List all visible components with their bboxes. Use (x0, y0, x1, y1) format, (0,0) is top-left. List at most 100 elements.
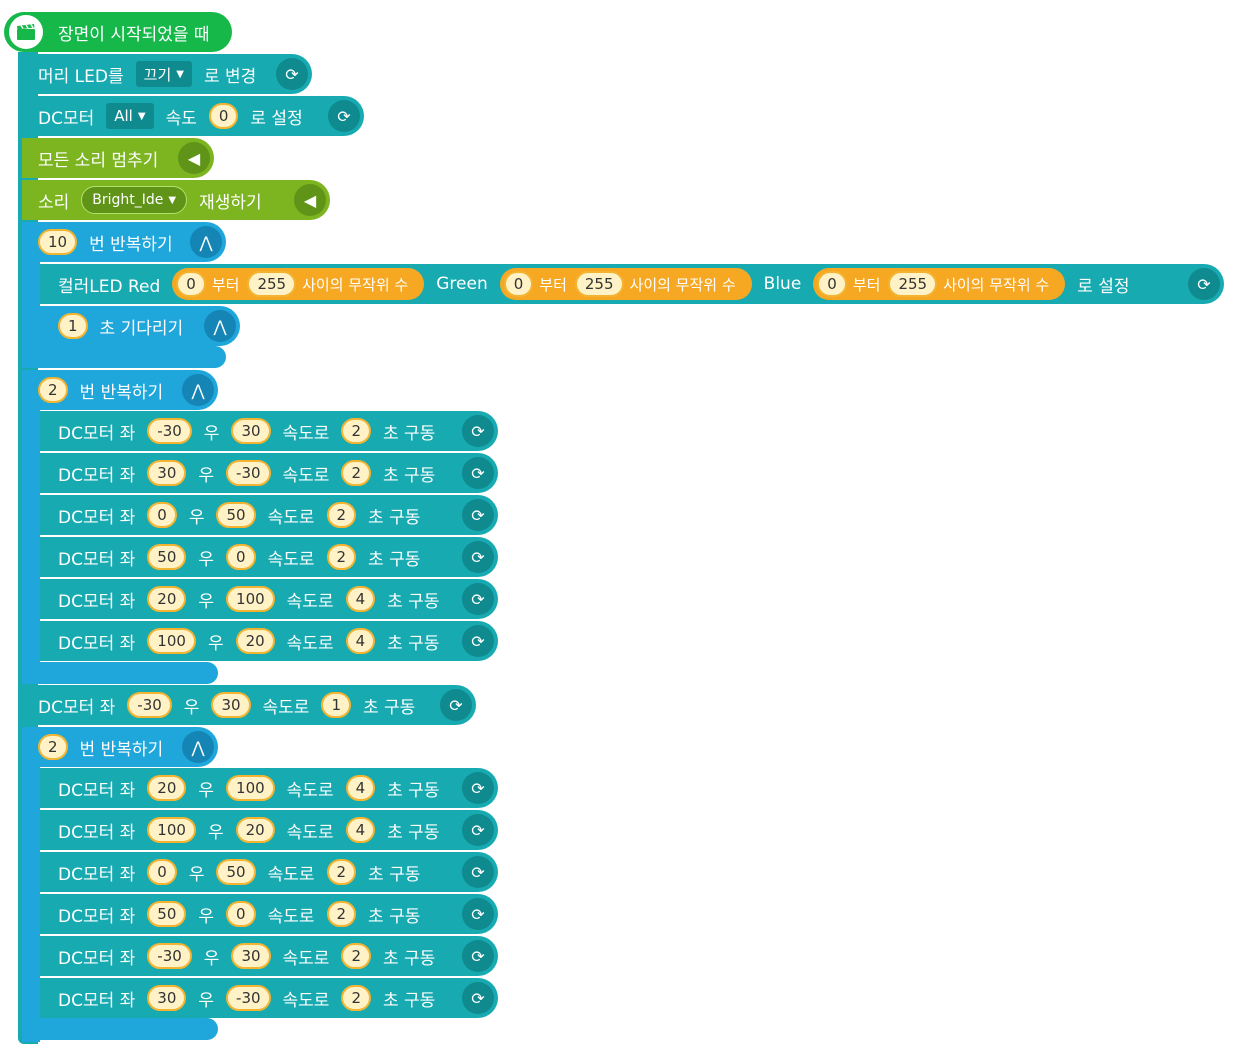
motor-left-input[interactable]: -30 (147, 943, 192, 969)
motor-left-input[interactable]: 50 (147, 544, 187, 570)
motor-right-input[interactable]: 0 (226, 901, 256, 927)
hardware-icon: ⟳ (462, 814, 494, 846)
motor-drive-label: 초 구동 (383, 948, 436, 969)
motor-drive-label: 초 구동 (387, 822, 440, 843)
motor-right-input[interactable]: 100 (226, 775, 275, 801)
motor-time-input[interactable]: 2 (341, 985, 371, 1011)
motor-right-input[interactable]: 50 (216, 502, 256, 528)
motor-time-input[interactable]: 2 (326, 901, 357, 927)
motor-left-input[interactable]: -30 (147, 418, 192, 444)
color-led-block[interactable]: 컬러LED Red 0 부터 255 사이의 무작위 수 Green 0 부터 … (40, 264, 1224, 304)
blue-from-input[interactable]: 0 (817, 271, 847, 297)
head-led-block[interactable]: 머리 LED를 끄기 ▼ 로 변경 ⟳ (22, 54, 312, 94)
repeat-loop-3[interactable]: 2 번 반복하기 ⋀ (22, 727, 218, 767)
motor-left-input[interactable]: 0 (147, 859, 177, 885)
motor-drive-label: 초 구동 (387, 633, 440, 654)
motor-left-input[interactable]: 100 (147, 628, 196, 654)
motor-right-input[interactable]: 30 (211, 692, 251, 718)
speed-input[interactable]: 0 (208, 103, 239, 129)
wait-seconds-input[interactable]: 1 (58, 313, 88, 339)
motor-right-input[interactable]: -30 (226, 460, 271, 486)
motor-right-input[interactable]: 100 (226, 586, 275, 612)
dc-motor-speed-block[interactable]: DC모터 All ▼ 속도 0 로 설정 ⟳ (22, 96, 364, 136)
motor-right-input[interactable]: 20 (235, 817, 275, 843)
motor-right-input[interactable]: 20 (235, 628, 275, 654)
hardware-icon: ⟳ (328, 100, 360, 132)
motor-right-input[interactable]: 30 (231, 943, 271, 969)
motor-time-input[interactable]: 2 (341, 460, 371, 486)
motor-time-input[interactable]: 4 (345, 628, 376, 654)
motor-speed-label: 속도로 (282, 990, 330, 1011)
motor-right-input[interactable]: 50 (216, 859, 256, 885)
hardware-icon: ⟳ (276, 58, 308, 90)
motor-prefix: DC모터 좌 (58, 990, 136, 1011)
motor-time-input[interactable]: 2 (341, 943, 371, 969)
stop-all-sounds-block[interactable]: 모든 소리 멈추기 ◀ (22, 138, 214, 178)
motor-time-input[interactable]: 2 (326, 502, 357, 528)
motor-time-input[interactable]: 4 (345, 586, 376, 612)
green-from-input[interactable]: 0 (503, 271, 534, 297)
sound-dropdown[interactable]: Bright_Ide ▼ (81, 186, 188, 214)
motor-prefix: DC모터 좌 (58, 507, 136, 528)
random-red[interactable]: 0 부터 255 사이의 무작위 수 (172, 268, 425, 300)
play-sound-label: 소리 (38, 192, 70, 213)
motor-drive-label: 초 구동 (383, 990, 436, 1011)
random-green[interactable]: 0 부터 255 사이의 무작위 수 (499, 268, 752, 300)
motor-left-input[interactable]: 100 (147, 817, 196, 843)
motor-time-input[interactable]: 2 (326, 859, 357, 885)
loop2-count-input[interactable]: 2 (38, 377, 68, 403)
red-to-input[interactable]: 255 (247, 271, 297, 297)
motor-right-label: 우 (198, 465, 215, 486)
green-to-input[interactable]: 255 (574, 271, 624, 297)
loop2-label: 번 반복하기 (79, 382, 164, 403)
repeat-loop-2[interactable]: 2 번 반복하기 ⋀ (22, 370, 218, 410)
motor-right-label: 우 (188, 864, 205, 885)
motor-left-input[interactable]: -30 (127, 692, 172, 718)
motor-left-input[interactable]: 20 (147, 586, 187, 612)
random-blue[interactable]: 0 부터 255 사이의 무작위 수 (813, 268, 1066, 300)
motor-left-input[interactable]: 0 (147, 502, 177, 528)
head-led-dropdown[interactable]: 끄기 ▼ (135, 61, 192, 87)
hardware-icon: ⟳ (1188, 268, 1220, 300)
motor-right-label: 우 (198, 906, 215, 927)
motor-drive-label: 초 구동 (387, 780, 440, 801)
motor-left-input[interactable]: 20 (147, 775, 187, 801)
loop3-label: 번 반복하기 (79, 739, 164, 760)
motor-right-input[interactable]: 0 (226, 544, 256, 570)
wait-block[interactable]: 1 초 기다리기 ⋀ (40, 306, 240, 346)
motor-time-input[interactable]: 4 (345, 775, 376, 801)
stop-sound-label: 모든 소리 멈추기 (38, 150, 159, 171)
motor-right-input[interactable]: 30 (231, 418, 271, 444)
motor-left-input[interactable]: 30 (147, 985, 187, 1011)
motor-right-label: 우 (198, 549, 215, 570)
motor-time-input[interactable]: 2 (326, 544, 357, 570)
motor-time-input[interactable]: 4 (345, 817, 376, 843)
motor-right-input[interactable]: -30 (226, 985, 271, 1011)
red-from-input[interactable]: 0 (176, 271, 206, 297)
motor-left-input[interactable]: 30 (147, 460, 187, 486)
motor-time-input[interactable]: 2 (341, 418, 371, 444)
blue-to-input[interactable]: 255 (888, 271, 938, 297)
motor-prefix: DC모터 좌 (58, 465, 136, 486)
loop3-rail (22, 766, 40, 1042)
loop3-count-input[interactable]: 2 (38, 734, 68, 760)
loop1-count-input[interactable]: 10 (38, 229, 78, 255)
dc-motor-dropdown[interactable]: All ▼ (106, 103, 154, 129)
repeat-loop-1[interactable]: 10 번 반복하기 ⋀ (22, 222, 226, 262)
dc-motor-drive-block[interactable]: DC모터 좌 -30 우 30 속도로 1 초 구동 ⟳ (22, 685, 476, 725)
motor-left-input[interactable]: 50 (147, 901, 187, 927)
motor-time-input[interactable]: 1 (321, 692, 351, 718)
play-sound-block[interactable]: 소리 Bright_Ide ▼ 재생하기 ◀ (22, 180, 330, 220)
